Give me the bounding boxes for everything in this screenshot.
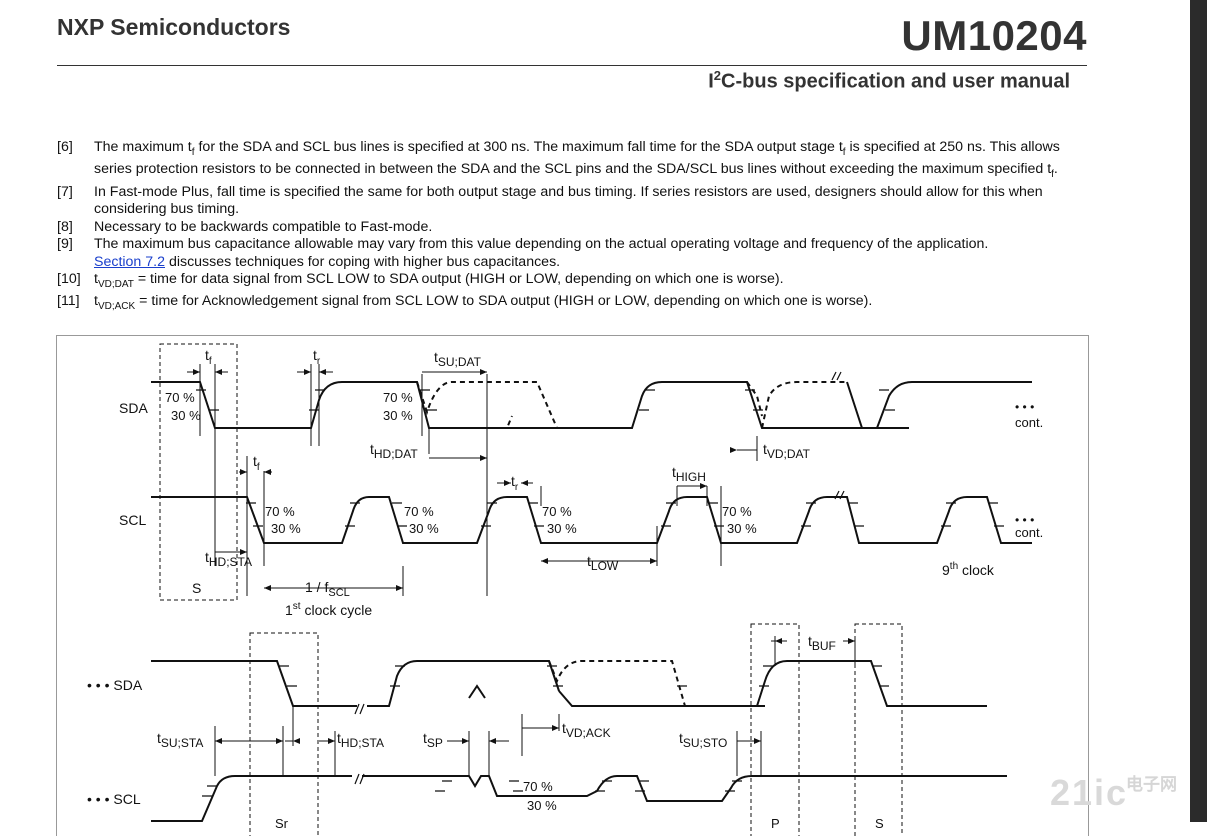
sda-bottom-label: • • • SDA: [87, 677, 143, 693]
start-condition-box: [159, 343, 238, 601]
document-number: UM10204: [901, 12, 1087, 59]
svg-text:tSU;STA: tSU;STA: [157, 730, 203, 750]
sda-waveform-top: [151, 381, 1032, 429]
scl-bottom-ticks: [202, 773, 742, 797]
sda-label: SDA: [119, 400, 148, 416]
watermark-logo: 21ic: [1050, 772, 1129, 813]
sda-waveform-bottom: [151, 660, 987, 707]
svg-text:tLOW: tLOW: [587, 553, 619, 573]
timing-diagram: SDA 70 % 30 % 70 % 30 % tf tr tSU;DAT tH…: [56, 335, 1089, 836]
start-condition-box-2: [854, 623, 903, 836]
scl-threshold-ticks: [246, 490, 1004, 527]
svg-text:tf: tf: [205, 347, 212, 367]
svg-text:9th clock: 9th clock: [942, 561, 995, 578]
note-6: [6] The maximum tf for the SDA and SCL b…: [57, 139, 1060, 181]
note-9: [9] The maximum bus capacitance allowabl…: [57, 236, 989, 270]
svg-text:tVD;DAT: tVD;DAT: [763, 441, 811, 461]
svg-text:1 / fSCL: 1 / fSCL: [305, 579, 350, 599]
svg-text:70 %: 70 %: [404, 504, 434, 519]
svg-text:tBUF: tBUF: [808, 633, 836, 653]
svg-text:tHD;STA: tHD;STA: [205, 549, 252, 569]
repeated-start-label: Sr: [275, 816, 289, 831]
svg-text:70 %: 70 %: [383, 390, 413, 405]
svg-text:1st clock cycle: 1st clock cycle: [285, 601, 372, 618]
svg-text:70 %: 70 %: [542, 504, 572, 519]
scl-waveform-bottom: [151, 775, 1007, 822]
svg-text:tr: tr: [511, 473, 519, 493]
svg-text:30 %: 30 %: [383, 408, 413, 423]
svg-text:tHIGH: tHIGH: [672, 464, 706, 484]
timing-arrows-bottom: [215, 638, 855, 744]
scl-bottom-label: • • • SCL: [87, 791, 141, 807]
document-subtitle: I2C-bus specification and user manual: [708, 68, 1070, 93]
header-rule: [57, 65, 1087, 66]
continuation-dots: • • •: [1015, 400, 1034, 414]
svg-text:70 %: 70 %: [523, 779, 553, 794]
stop-label: P: [771, 816, 780, 831]
svg-text:tVD;ACK: tVD;ACK: [562, 720, 611, 740]
svg-text:tHD;DAT: tHD;DAT: [370, 441, 418, 461]
svg-text:tSU;STO: tSU;STO: [679, 730, 727, 750]
stop-condition-box: [750, 623, 800, 836]
svg-text:30 %: 30 %: [409, 521, 439, 536]
svg-text:cont.: cont.: [1015, 415, 1043, 430]
svg-text:30 %: 30 %: [527, 798, 557, 813]
scl-label: SCL: [119, 512, 146, 528]
svg-text:• • •: • • •: [1015, 513, 1034, 527]
start-label: S: [192, 580, 201, 596]
watermark-text: 电子网: [1126, 775, 1177, 794]
note-8: [8] Necessary to be backwards compatible…: [57, 218, 433, 235]
timing-guides-bottom: [214, 636, 856, 776]
scl-waveform-top: [151, 496, 1032, 544]
svg-text:30 %: 30 %: [171, 408, 201, 423]
document-page: NXP Semiconductors UM10204 I2C-bus speci…: [56, 12, 1089, 836]
note-10: [10] tVD;DAT = time for data signal from…: [57, 271, 784, 290]
timing-arrows-top: [187, 369, 757, 591]
repeated-start-box: [249, 632, 319, 836]
timing-guides-top: [199, 364, 758, 596]
svg-text:tr: tr: [313, 347, 321, 367]
note-7: [7] In Fast-mode Plus, fall time is spec…: [57, 183, 1043, 218]
svg-text:30 %: 30 %: [271, 521, 301, 536]
svg-text:tSU;DAT: tSU;DAT: [434, 349, 482, 369]
start-label-2: S: [875, 816, 884, 831]
svg-text:tHD;STA: tHD;STA: [337, 730, 384, 750]
note-11: [11] tVD;ACK = time for Acknowledgement …: [57, 293, 873, 313]
svg-text:70 %: 70 %: [265, 504, 295, 519]
svg-text:70 %: 70 %: [722, 504, 752, 519]
table-notes: [6] The maximum tf for the SDA and SCL b…: [57, 139, 1087, 316]
company-name: NXP Semiconductors: [57, 14, 291, 40]
section-link[interactable]: Section 7.2: [94, 253, 165, 270]
svg-text:30 %: 30 %: [727, 521, 757, 536]
sda-threshold-ticks: [196, 371, 895, 411]
svg-text:cont.: cont.: [1015, 525, 1043, 540]
svg-text:30 %: 30 %: [547, 521, 577, 536]
svg-text:tSP: tSP: [423, 730, 443, 750]
svg-text:70 %: 70 %: [165, 390, 195, 405]
window-edge: [1190, 0, 1207, 822]
svg-text:tf: tf: [253, 453, 260, 473]
sda-bottom-ticks: [279, 665, 889, 715]
